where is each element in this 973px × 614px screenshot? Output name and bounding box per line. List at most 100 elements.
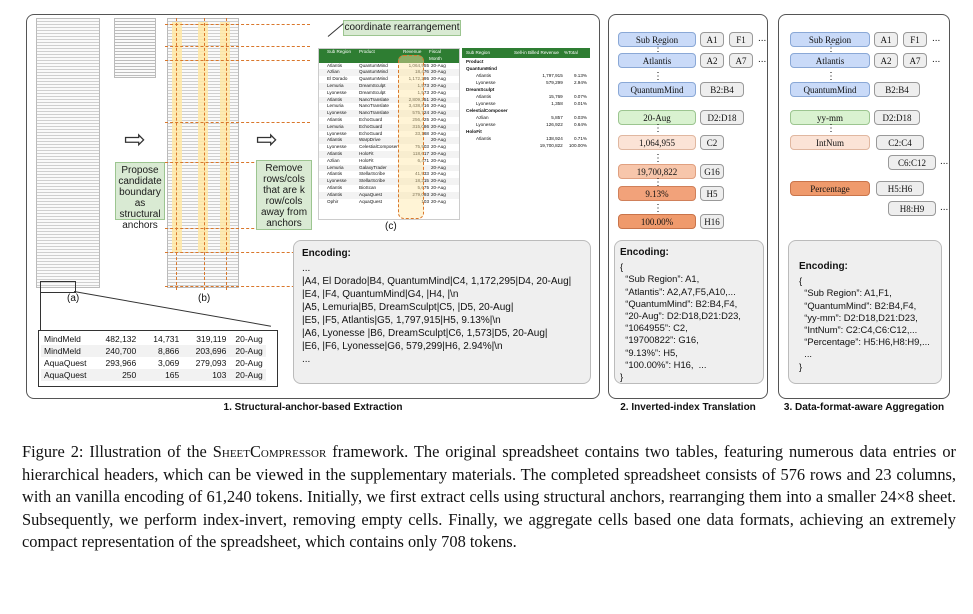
table-row: CelestialComposer: [462, 107, 590, 114]
cell: QuantumMind: [359, 62, 388, 68]
table-row: HoloFit: [462, 128, 590, 135]
cell: GalaxyTrader: [359, 164, 387, 170]
cell: 20-Aug: [235, 346, 263, 356]
encoding-line: “20-Aug”: D2:D18,D21:D23,: [620, 310, 741, 322]
cell: HoloFit: [466, 129, 482, 134]
cell: MindMeld: [44, 334, 81, 344]
ellipsis: ...: [940, 202, 949, 213]
cell: EchoGuard: [359, 123, 383, 129]
cell: Atlantis: [327, 116, 343, 122]
cell: Atlantis: [327, 96, 343, 102]
sheet-a-lines: [37, 19, 99, 287]
cell: HoloFit: [359, 157, 374, 163]
caption-rest: framework. The original spreadsheet cont…: [22, 442, 956, 551]
encoding-lines: { “Sub Region”: A1,F1, “QuantumMind”: B2…: [799, 275, 935, 373]
cell: 19,700,822: [539, 143, 563, 148]
encoding-line: ...: [799, 348, 813, 360]
address-chip: D2:D18: [700, 110, 744, 125]
cell: 315,086: [412, 123, 429, 129]
cell: 20-Aug: [431, 76, 446, 82]
address-chip: F1: [729, 32, 753, 47]
cell: [512, 128, 563, 135]
address-chip: H5: [700, 186, 724, 201]
cell: Lyonesse: [327, 110, 347, 116]
ellipsis: ...: [758, 33, 767, 44]
cell: 41,933: [414, 171, 429, 177]
encoding-line: “QuantumMind”: B2:B4,F4,: [620, 297, 738, 309]
value-chip: Atlantis: [790, 53, 870, 68]
encoding-line: “yy-mm”: D2:D18,D21:D23,: [799, 311, 918, 323]
cell: AquaQuest: [359, 198, 382, 204]
value-chip: Atlantis: [618, 53, 696, 68]
anchor-line: [165, 286, 310, 287]
hdr: %Total: [564, 50, 578, 55]
cell: 2.94%: [573, 80, 587, 85]
encoding-title: Encoding:: [799, 261, 848, 272]
cell: 0.71%: [573, 136, 587, 141]
cell: BioScan: [359, 184, 377, 190]
cell: 118,617: [412, 150, 429, 156]
cell: 0.64%: [573, 122, 587, 127]
cell: Lemuria: [327, 123, 344, 129]
value-chip: 1,064,955: [618, 135, 696, 150]
cell: [512, 65, 563, 72]
hdr: Revenue: [403, 49, 422, 54]
cell: DreamSculpt: [359, 89, 386, 95]
cell: 3,438,816: [408, 103, 429, 109]
vertical-dots: ⋮: [653, 203, 663, 214]
cell: 20-Aug: [431, 198, 446, 204]
cell: QuantumMind: [359, 69, 388, 75]
vertical-dots: ⋮: [653, 71, 663, 82]
panel1-title: 1. Structural-anchor-based Extraction: [223, 402, 403, 413]
encoding-line: }: [799, 360, 803, 372]
cell: 9.13%: [573, 73, 587, 78]
cell: 0.01%: [573, 101, 587, 106]
address-chip: C2:C4: [876, 135, 924, 150]
value-chip: Sub Region: [618, 32, 696, 47]
encoding-line: |E4, |F4, QuantumMind|G4, |H4, |\n: [302, 289, 459, 300]
panel3-title: 3. Data-format-aware Aggregation: [783, 402, 945, 413]
cell: DreamSculpt: [359, 82, 386, 88]
cell: 20-Aug: [431, 96, 446, 102]
cell: 256,425: [412, 116, 429, 122]
table-row: Product: [462, 58, 590, 65]
sheet-a-side-lines: [115, 19, 155, 77]
sheet-c-header: Sub Region Product Revenue Fiscal Month: [319, 49, 459, 63]
sheet-c-right: Sub Region Sell-in Billed Revenue %Total…: [462, 48, 590, 168]
cell: 20-Aug: [235, 334, 263, 344]
cell: 2,809,251: [408, 96, 429, 102]
arrow-right-icon: ⇨: [256, 124, 278, 154]
cell: QuantumMind: [359, 76, 388, 82]
cell: StellarScribe: [359, 171, 386, 177]
cell: Atlantis: [327, 171, 343, 177]
vertical-dots: ⋮: [826, 43, 836, 54]
cell: 5,857: [551, 115, 563, 120]
label-b: (b): [198, 293, 211, 304]
encoding-line: ...: [302, 354, 311, 365]
cell: Lyonesse: [327, 144, 347, 150]
cell: 8,866: [157, 346, 180, 356]
cell: Azlian: [327, 157, 340, 163]
hdr: Sub Region: [327, 49, 352, 54]
ellipsis: ...: [758, 54, 767, 65]
cell: 103: [212, 370, 227, 380]
address-chip: H8:H9: [888, 201, 936, 216]
address-chip: C2: [700, 135, 724, 150]
cell: Atlantis: [327, 150, 343, 156]
cell: CelestialComposer: [359, 144, 398, 150]
